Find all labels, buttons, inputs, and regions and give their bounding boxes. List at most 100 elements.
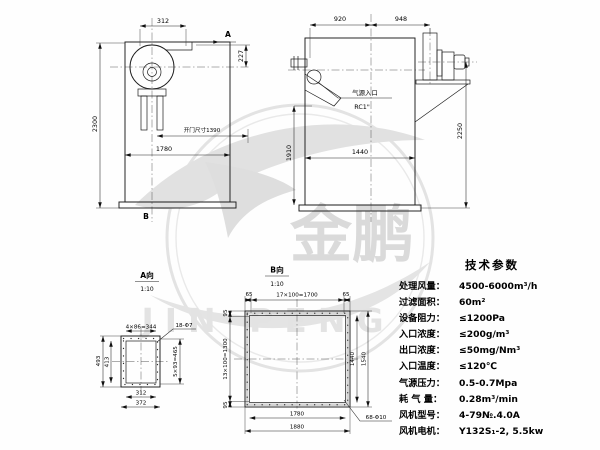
side-view: 920 948 气源入口 RC1" 1910 2250 1440: [285, 14, 477, 222]
watermark-circle-inner: [175, 113, 425, 363]
param-label: 入口浓度：: [399, 329, 445, 341]
param-value: Y132S₁-2, 5.5kw: [459, 425, 544, 437]
dim-side-body-width: 1440: [352, 148, 368, 156]
dim-a-outer-width: 372: [136, 401, 147, 407]
param-value: ≤200g/m³: [459, 329, 510, 341]
eagle-body: [205, 162, 296, 238]
param-label: 耗 气 量：: [399, 393, 443, 405]
dim-front-outlet-offset: 227: [237, 50, 245, 62]
dim-side-inlet-height: 1910: [285, 145, 293, 161]
params-title: 技术参数: [465, 258, 519, 272]
dim-b-top-pitch: 17×100=1700: [276, 293, 318, 299]
dim-front-door: 开门尺寸1390: [184, 126, 221, 134]
dim-b-left-pitch: 13×100=1300: [223, 338, 229, 380]
view-a-title: A向: [140, 270, 154, 280]
param-row-fan-motor: 风机电机： Y132S₁-2, 5.5kw: [399, 424, 597, 440]
param-value: ≤50mg/Nm³: [459, 345, 521, 357]
flange-b-face: [245, 311, 349, 407]
param-label: 出口浓度：: [399, 345, 445, 357]
pulse-pipe: [290, 58, 308, 68]
param-label: 设备阻力：: [399, 313, 445, 325]
fan-stand-top: [137, 88, 167, 97]
flange-b-inner: [249, 315, 346, 403]
collector-base: [298, 204, 422, 212]
front-view: 312 A 227 2300 开门尺寸1390 1780 B: [91, 17, 250, 222]
dim-a-inner-height: 413: [105, 356, 111, 367]
param-row-filter-area: 过滤面积： 60m²: [399, 295, 597, 311]
param-row-resistance: 设备阻力： ≤1200Pa: [399, 311, 597, 327]
inlet-label: 气源入口: [352, 88, 378, 97]
fan-bracket: [415, 79, 471, 85]
flange-a-holes-leader: [156, 328, 196, 343]
param-label: 入口温度：: [399, 361, 445, 373]
cabinet-base: [118, 201, 237, 209]
pulse-valve: [306, 69, 322, 85]
dim-a-top-pitch: 4×86=344: [126, 325, 157, 331]
side-fan-housing: [441, 51, 455, 81]
eagle-wing-upper: [135, 124, 425, 210]
param-value: 4500-6000m³/h: [459, 281, 538, 292]
dim-side-left-span: 920: [334, 15, 346, 23]
flange-a-inner: [125, 340, 157, 384]
inlet-chute: [304, 73, 342, 107]
bracket-brace: [414, 83, 469, 123]
param-row-inlet-temperature: 入口温度： ≤120℃: [399, 359, 597, 375]
param-row-air-consumption: 耗 气 量： 0.28m³/min: [399, 392, 597, 408]
param-row-inlet-concentration: 入口浓度： ≤200g/m³: [399, 327, 597, 343]
dim-side-outlet-height: 2250: [456, 123, 464, 139]
dim-a-side-pitch: 5×93=465: [173, 346, 179, 377]
dim-b-outer-height: 1540: [362, 351, 368, 366]
param-row-outlet-concentration: 出口浓度： ≤50mg/Nm³: [399, 343, 597, 359]
view-marker-a: A: [225, 30, 231, 39]
tech-params-panel: 技术参数 处理风量： 4500-6000m³/h 过滤面积： 60m² 设备阻力…: [399, 257, 597, 440]
fan-hub: [147, 67, 157, 77]
duct-flange: [436, 49, 443, 77]
view-b-scale: 1:10: [270, 281, 284, 288]
flange-a-outer: [120, 335, 161, 388]
view-b: B向 1:10 65 17×100=1700 65: [223, 265, 392, 434]
param-value: 0.5-0.7Mpa: [459, 377, 518, 389]
dim-b-holes: 68-Φ10: [366, 415, 387, 421]
param-label: 风机型号：: [399, 409, 445, 421]
param-value: ≤120℃: [459, 361, 498, 373]
dim-a-holes: 18-Φ7: [175, 323, 193, 329]
dim-front-outlet-width: 312: [157, 17, 169, 25]
dim-a-inner-width: 312: [136, 391, 147, 397]
flange-b-holes-leader: [343, 399, 392, 422]
dim-front-total-height: 2300: [91, 116, 99, 132]
param-value: 0.28m³/min: [459, 393, 518, 405]
flange-b-outer: [244, 310, 351, 408]
collector-body: [304, 37, 416, 206]
fan-inlet-ring: [142, 62, 162, 82]
param-label: 风机电机：: [399, 425, 445, 437]
fan-leg-left: [140, 95, 148, 131]
param-value: ≤1200Pa: [459, 313, 505, 325]
param-value: 60m²: [459, 297, 486, 309]
dim-b-top-left: 65: [245, 292, 253, 298]
dim-b-left-top: 95: [223, 309, 229, 317]
dim-side-right-span: 948: [395, 15, 407, 23]
dim-b-inner-width: 1780: [290, 412, 305, 418]
param-value: 4-79№.4.0A: [459, 409, 520, 421]
watermark-circle-outer: [165, 103, 435, 373]
flange-a-bolt-holes: [122, 337, 159, 386]
watermark-en-text: JIN PENG: [139, 301, 394, 340]
dim-a-outer-height: 493: [96, 355, 102, 366]
fan-outlet: [166, 42, 193, 51]
watermark-cn-text: 金鹏: [289, 198, 414, 271]
dim-b-top-right: 65: [342, 292, 350, 298]
inlet-thread-label: RC1": [354, 103, 370, 111]
dim-b-left-bottom: 95: [223, 401, 229, 409]
param-row-air-pressure: 气源压力： 0.5-0.7Mpa: [399, 376, 597, 392]
param-label: 处理风量：: [399, 281, 445, 292]
view-a: A向 1:10 4×86=344 18-Φ7 493 413: [96, 270, 196, 409]
dim-front-body-width: 1780: [156, 145, 172, 153]
param-label: 过滤面积：: [399, 297, 445, 309]
fan-leg-right: [156, 95, 164, 131]
eagle-wing-lower: [150, 262, 430, 329]
view-b-title: B向: [270, 265, 284, 275]
view-a-scale: 1:10: [140, 286, 154, 293]
